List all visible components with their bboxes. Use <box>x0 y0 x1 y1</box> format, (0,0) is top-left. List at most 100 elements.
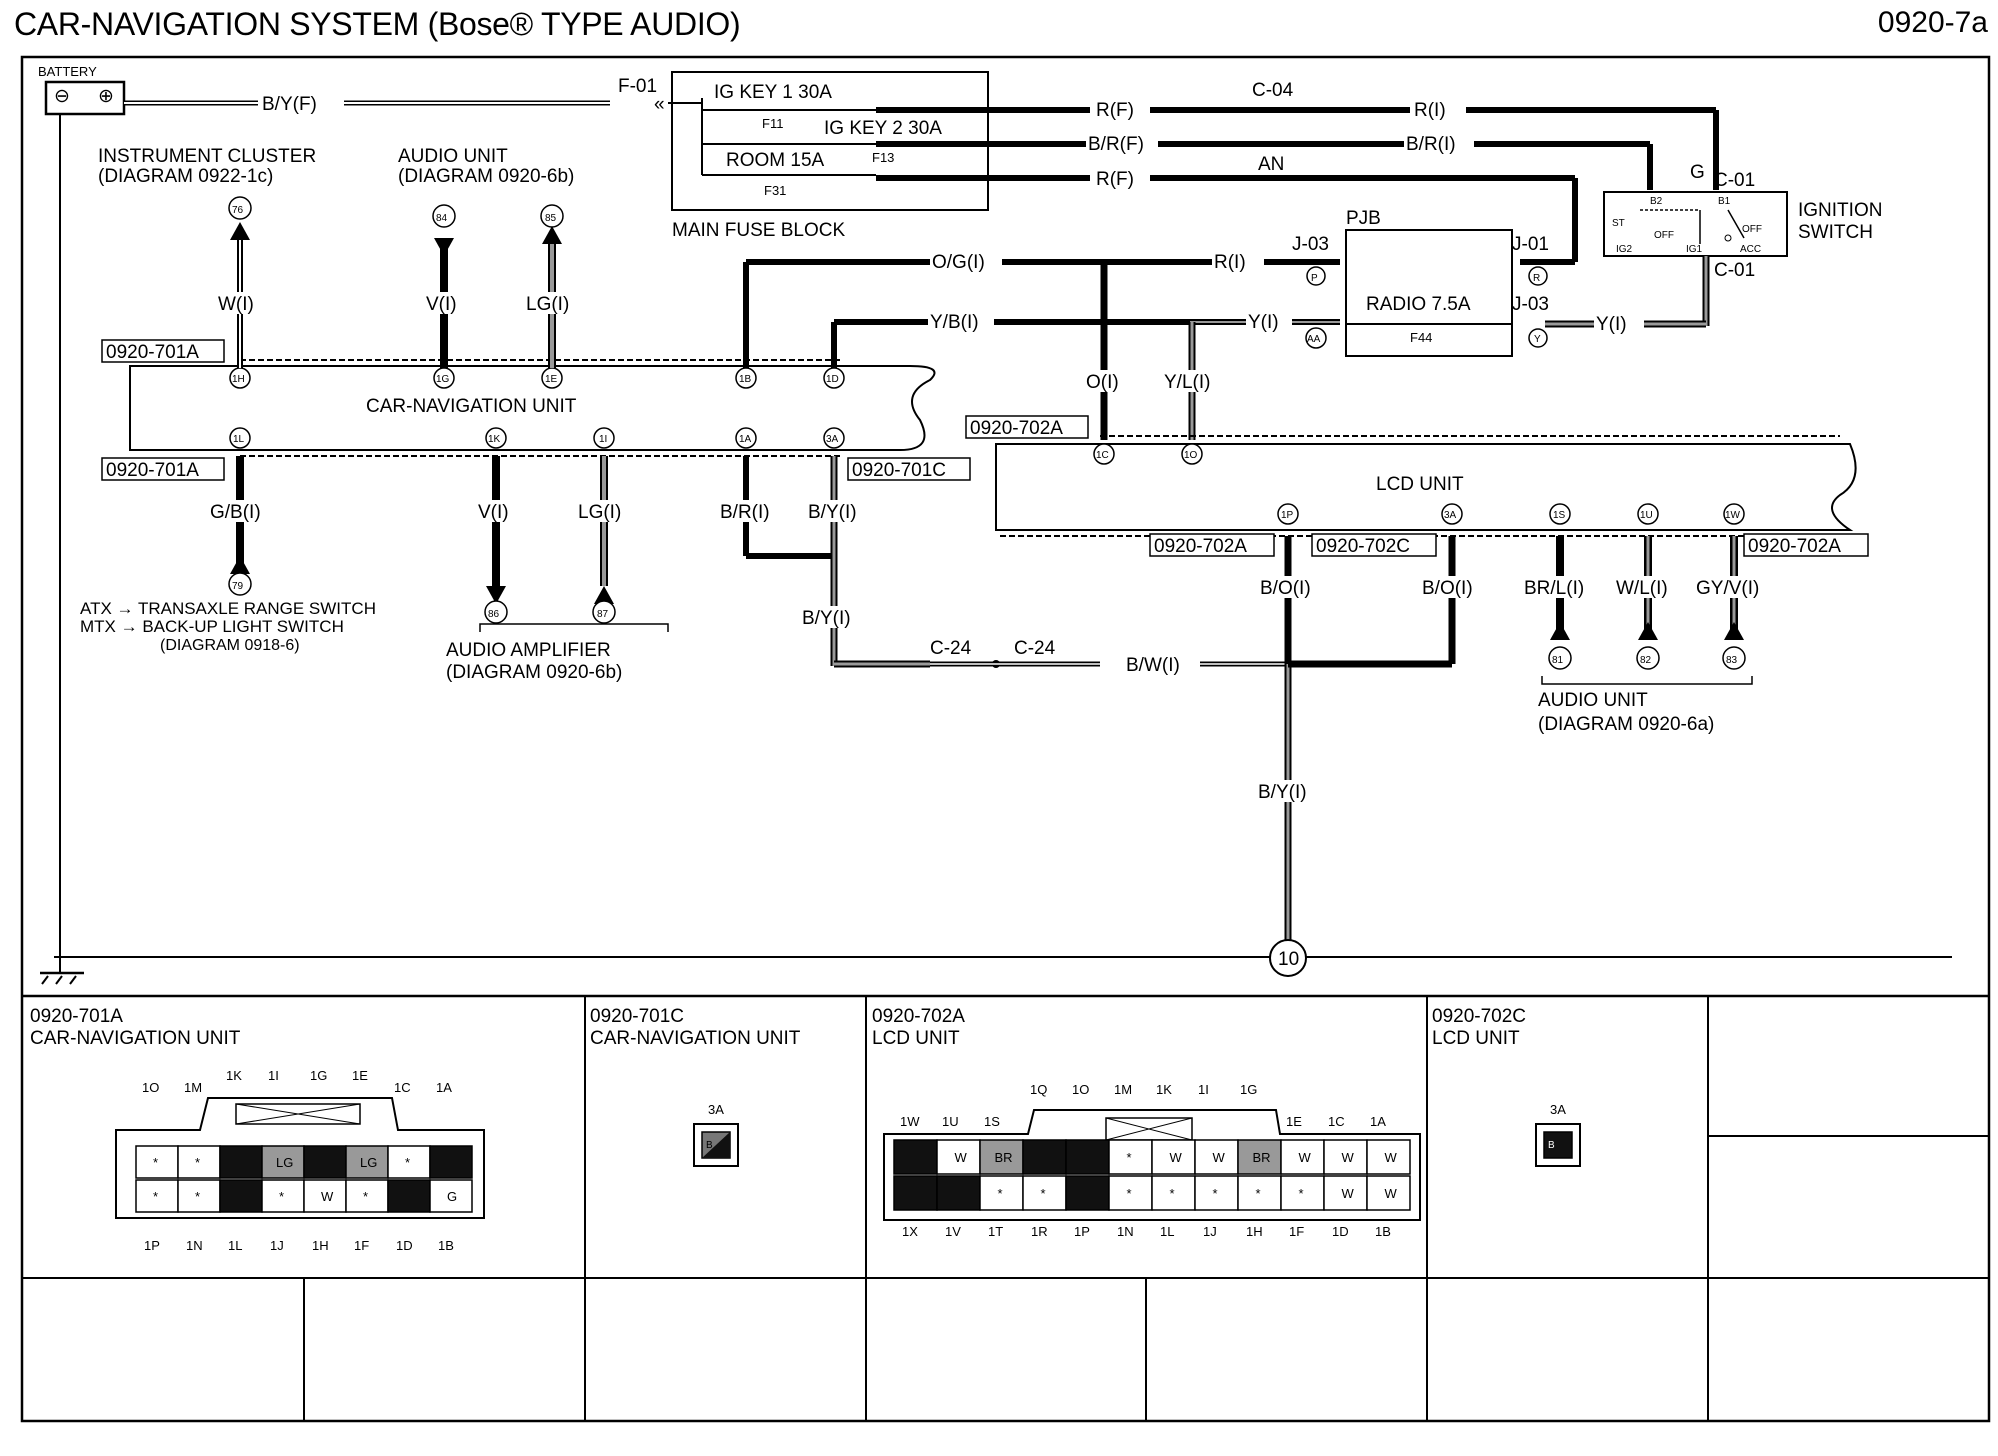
c702a-r1-cell <box>1108 1139 1153 1175</box>
c702a-r2-cell <box>1022 1175 1067 1211</box>
ref-audio-unit-bottom-diag: (DIAGRAM 0920-6a) <box>1538 714 1714 735</box>
c702a-r2-cell <box>1108 1175 1153 1211</box>
wire-label-byi3: B/Y(I) <box>1258 782 1307 803</box>
page-code: 0920-7a <box>1877 6 1988 39</box>
c702a-bot-label: 1P <box>1074 1224 1090 1239</box>
c702a-r1-cell-label: * <box>1127 1150 1132 1165</box>
c702a-top-label2: 1S <box>984 1114 1000 1129</box>
fuse-f11-id: F11 <box>762 116 783 131</box>
wire-label-an: AN <box>1258 154 1284 175</box>
wire-label-oi: O(I) <box>1086 372 1119 393</box>
c701a-r2-cell-label: * <box>363 1189 368 1204</box>
wire-label-rf1: R(F) <box>1096 100 1134 121</box>
wire-label-rf2: R(F) <box>1096 169 1134 190</box>
c702a-r2-cell <box>1280 1175 1325 1211</box>
c701a-bot-label: 1B <box>438 1238 454 1253</box>
ref-audio-unit-top: AUDIO UNIT <box>398 146 508 167</box>
c701a-r2-cell-label: * <box>195 1189 200 1204</box>
battery-minus-icon: ⊖ <box>54 86 70 107</box>
c702a-top-label: 1I <box>1198 1082 1209 1097</box>
table-701c-name: CAR-NAVIGATION UNIT <box>590 1028 801 1049</box>
ignition-conn-top: C-01 <box>1714 170 1755 191</box>
c701a-r1-cell-label: * <box>195 1155 200 1170</box>
terminal-84: 84 <box>436 213 448 224</box>
c702a-bot-label: 1T <box>988 1224 1003 1239</box>
c701a-bot-label: 1P <box>144 1238 160 1253</box>
c701a-r2-cell <box>345 1179 389 1213</box>
connector-table: 0920-701A CAR-NAVIGATION UNIT 0920-701C … <box>22 996 1989 1421</box>
pin-1b: 1B <box>739 374 752 385</box>
c701a-bot-label: 1D <box>396 1238 413 1253</box>
wire-label-wli: W/L(I) <box>1616 578 1668 599</box>
c702a-r2-cell <box>1194 1175 1239 1211</box>
c702a-r1-cell <box>979 1139 1024 1175</box>
terminal-79: 79 <box>232 581 244 592</box>
ignition-ig2: IG2 <box>1616 244 1633 255</box>
c702a-r2-cell-label: * <box>1299 1186 1304 1201</box>
wire-label-gbi: G/B(I) <box>210 502 261 523</box>
fuse-block-label: MAIN FUSE BLOCK <box>672 220 845 241</box>
battery-plus-icon: ⊕ <box>98 86 114 107</box>
c701a-r2-cell-label: W <box>321 1189 334 1204</box>
pjb-term-p: P <box>1311 273 1318 284</box>
c702a-bot-label: 1X <box>902 1224 918 1239</box>
wire-label-battery: B/Y(F) <box>262 94 317 115</box>
svg-text:«: « <box>654 94 665 115</box>
wire-label-boi2: B/O(I) <box>1422 578 1473 599</box>
pjb-term-aa: AA <box>1307 334 1321 345</box>
c702a-top-label: 1Q <box>1030 1082 1047 1097</box>
c701a-top-label: 1I <box>268 1068 279 1083</box>
ignition-st: ST <box>1612 218 1625 229</box>
pin-1d: 1D <box>826 374 839 385</box>
c701a-r2-cell <box>177 1179 221 1213</box>
c702a-r2-cell <box>1366 1175 1411 1211</box>
wire-label-bri2: B/R(I) <box>720 502 770 523</box>
ref-audio-amp-diag: (DIAGRAM 0920-6b) <box>446 662 622 683</box>
ref-mtx: MTX → BACK-UP LIGHT SWITCH <box>80 617 344 636</box>
pjb-term-y: Y <box>1534 334 1541 345</box>
c702a-r2-cell <box>1151 1175 1196 1211</box>
c702a-r1-cell <box>1065 1139 1110 1175</box>
c702a-r2-cell-label: * <box>1170 1186 1175 1201</box>
pin-1k: 1K <box>488 434 501 445</box>
c701a-r1-cell-label: * <box>405 1155 410 1170</box>
c702a-r2-cell-label: * <box>1213 1186 1218 1201</box>
table-702c-pin: 3A <box>1550 1102 1566 1117</box>
c702a-bot-label: 1H <box>1246 1224 1263 1239</box>
table-702a-code: 0920-702A <box>872 1006 965 1027</box>
lcd-pin-1o: 1O <box>1184 450 1198 461</box>
c702a-r2-cell <box>1237 1175 1282 1211</box>
wire-label-lgi: LG(I) <box>526 294 569 315</box>
conn-702a-top: 0920-702A <box>970 418 1063 439</box>
car-nav-bottom-pins: 1L 1K 1I 1A 3A <box>229 427 845 449</box>
pjb: PJB J-03 J-01 J-03 RADIO 7.5A F44 P AA R… <box>1292 208 1549 357</box>
c702a-r2-cell-label: * <box>1127 1186 1132 1201</box>
c701a-r2-cell <box>387 1179 431 1213</box>
table-701a-code: 0920-701A <box>30 1006 123 1027</box>
ignition-b2: B2 <box>1650 196 1663 207</box>
c702a-r1-cell-label: BR <box>1253 1150 1271 1165</box>
table-701c-pin-mark: B <box>706 1140 713 1151</box>
c702a-r1-cell-label: W <box>1213 1150 1226 1165</box>
pin-1i: 1I <box>599 434 607 445</box>
terminal-87: 87 <box>597 609 609 620</box>
c701a-r1-cell-label: LG <box>360 1155 377 1170</box>
table-702a-name: LCD UNIT <box>872 1028 960 1049</box>
c702a-r1-cell <box>1323 1139 1368 1175</box>
ignition-acc: ACC <box>1740 244 1761 255</box>
c702a-r1-cell <box>1237 1139 1282 1175</box>
c702a-r1-cell-label: W <box>955 1150 968 1165</box>
c702a-r2-cell <box>979 1175 1024 1211</box>
pjb-fuse-label: RADIO 7.5A <box>1366 294 1471 315</box>
wire-label-ri: R(I) <box>1414 100 1446 121</box>
pin-1a: 1A <box>739 434 752 445</box>
conn-701c: 0920-701C <box>852 460 946 481</box>
c702a-r1-cell-label: W <box>1385 1150 1398 1165</box>
c701a-r2-cell-label: * <box>279 1189 284 1204</box>
terminal-82: 82 <box>1640 655 1652 666</box>
terminal-85: 85 <box>545 213 557 224</box>
c702a-r2-cell-label: W <box>1385 1186 1398 1201</box>
table-702c-name: LCD UNIT <box>1432 1028 1520 1049</box>
table-702c-pin-mark: B <box>1548 1140 1555 1151</box>
